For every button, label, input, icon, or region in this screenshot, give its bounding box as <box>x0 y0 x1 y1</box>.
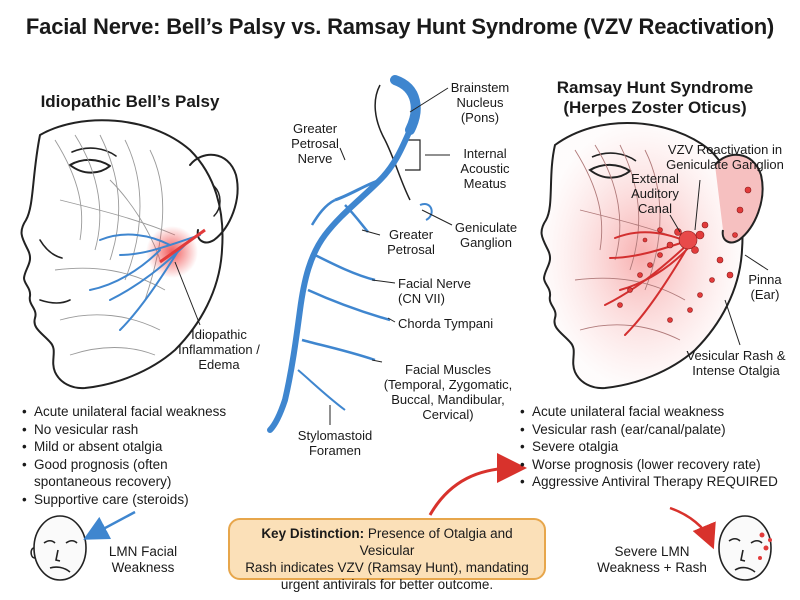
eac-label-line: Canal <box>638 201 672 216</box>
vzv-label-line: VZV Reactivation in <box>667 142 783 157</box>
right-face-arrow <box>669 506 716 550</box>
greater-petrosal-nerve-label: Greater Petrosal Nerve <box>280 121 350 166</box>
right-bullet-list: Acute unilateral facial weakness Vesicul… <box>520 403 790 491</box>
left-panel-title: Idiopathic Bell’s Palsy <box>40 92 220 111</box>
left-bullet: Mild or absent otalgia <box>22 438 252 456</box>
left-face-label-line: LMN Facial <box>108 544 178 559</box>
gpn-label-line: Petrosal <box>291 136 339 151</box>
eac-label-line: Auditory <box>631 186 679 201</box>
right-bullet: Vesicular rash (ear/canal/palate) <box>520 421 790 439</box>
stylomastoid-label: Stylomastoid Foramen <box>290 428 380 458</box>
facial-muscles-label-line: Cervical) <box>422 407 474 422</box>
gpn-label-line: Nerve <box>297 151 333 166</box>
stylomastoid-label-line: Stylomastoid <box>297 428 373 443</box>
right-bullet: Aggressive Antiviral Therapy REQUIRED <box>520 473 790 491</box>
left-bullet: No vesicular rash <box>22 421 252 439</box>
key-box-line: Key Distinction: Presence of Otalgia and… <box>238 525 536 559</box>
pinna-label-line: Pinna <box>748 272 782 287</box>
gp-label-line: Petrosal <box>387 242 435 257</box>
facial-muscles-label-line: Facial Muscles <box>405 362 491 377</box>
geniculate-label-line: Geniculate <box>454 220 518 235</box>
gpn-label-line: Greater <box>292 121 338 136</box>
brainstem-label-line: (Pons) <box>460 110 500 125</box>
brainstem-label-line: Nucleus <box>456 95 504 110</box>
key-box-line: urgent antivirals for better outcome. <box>280 577 494 592</box>
center-nerve-illustration <box>267 75 433 433</box>
left-inflamed-nerve-segment <box>159 228 206 264</box>
left-face-label: LMN Facial Weakness <box>98 544 188 576</box>
geniculate-label: Geniculate Ganglion <box>446 220 526 250</box>
vzv-label-line: Geniculate Ganglion <box>666 157 784 172</box>
brainstem-label-line: Brainstem <box>450 80 510 95</box>
key-box-line: Rash indicates VZV (Ramsay Hunt), mandat… <box>245 560 529 575</box>
left-bullet: Good prognosis (often <box>22 456 252 474</box>
iam-label-line: Internal <box>463 146 507 161</box>
center-leader-lines <box>329 87 453 425</box>
vzv-label: VZV Reactivation in Geniculate Ganglion <box>655 142 795 172</box>
left-bullet: Supportive care (steroids) <box>22 491 252 509</box>
internal-acoustic-label: Internal Acoustic Meatus <box>450 146 520 191</box>
chorda-tympani-label: Chorda Tympani <box>398 316 494 331</box>
gp-label-line: Greater <box>388 227 434 242</box>
pinna-label: Pinna (Ear) <box>740 272 790 302</box>
stylomastoid-label-line: Foramen <box>308 443 362 458</box>
eac-label-line: External <box>631 171 679 186</box>
right-panel-title: Ramsay Hunt Syndrome (Herpes Zoster Otic… <box>540 78 770 118</box>
facial-muscles-label: Facial Muscles (Temporal, Zygomatic, Buc… <box>368 362 528 422</box>
right-patient-face <box>718 515 772 581</box>
right-face-muscle-lines <box>574 144 696 341</box>
facial-muscles-label-line: Buccal, Mandibular, <box>391 392 505 407</box>
facial-nerve-label-line: Facial Nerve <box>398 276 471 291</box>
left-bullet-continuation: spontaneous recovery) <box>34 474 172 489</box>
right-bullet: Worse prognosis (lower recovery rate) <box>520 456 790 474</box>
vesicular-rash-label: Vesicular Rash & Intense Otalgia <box>678 348 794 378</box>
inflammation-label-line: Inflammation / <box>178 342 260 357</box>
right-panel-title-line: Ramsay Hunt Syndrome <box>556 78 754 97</box>
inflammation-leader-line <box>174 261 201 326</box>
greater-petrosal-label: Greater Petrosal <box>376 227 446 257</box>
right-face-label: Severe LMN Weakness + Rash <box>592 544 712 576</box>
rash-label-line: Intense Otalgia <box>692 363 780 378</box>
right-bullet: Severe otalgia <box>520 438 790 456</box>
right-bullet: Acute unilateral facial weakness <box>520 403 790 421</box>
facial-nerve-label: Facial Nerve (CN VII) <box>398 276 508 306</box>
left-face-label-line: Weakness <box>111 560 175 575</box>
right-face-illustration <box>540 122 764 390</box>
page-title: Facial Nerve: Bell’s Palsy vs. Ramsay Hu… <box>25 14 775 39</box>
left-face-arrow <box>83 510 136 540</box>
right-face-label-line: Weakness + Rash <box>597 560 707 575</box>
inflammation-label-line: Idiopathic <box>191 327 247 342</box>
key-distinction-arrow <box>428 453 527 516</box>
right-panel-title-line: (Herpes Zoster Oticus) <box>563 98 747 117</box>
key-box-text: Presence of Otalgia and Vesicular <box>359 526 513 558</box>
brainstem-label: Brainstem Nucleus (Pons) <box>440 80 520 125</box>
iam-label-line: Meatus <box>463 176 507 191</box>
iam-label-line: Acoustic <box>460 161 510 176</box>
inflammation-label: Idiopathic Inflammation / Edema <box>164 327 274 372</box>
left-facial-nerve-branches <box>89 233 201 331</box>
left-patient-face <box>30 515 87 581</box>
left-bullet: Acute unilateral facial weakness <box>22 403 252 421</box>
eac-label: External Auditory Canal <box>625 171 685 216</box>
right-leader-lines <box>669 179 769 346</box>
pinna-label-line: (Ear) <box>750 287 780 302</box>
key-distinction-box: Key Distinction: Presence of Otalgia and… <box>228 518 546 592</box>
inflammation-label-line: Edema <box>198 357 240 372</box>
key-box-heading: Key Distinction: <box>261 526 365 541</box>
geniculate-label-line: Ganglion <box>459 235 513 250</box>
facial-nerve-label-line: (CN VII) <box>398 291 445 306</box>
left-face-illustration <box>20 119 239 390</box>
facial-muscles-label-line: (Temporal, Zygomatic, <box>383 377 513 392</box>
right-face-label-line: Severe LMN <box>614 544 690 559</box>
rash-label-line: Vesicular Rash & <box>686 348 786 363</box>
left-bullet-list: Acute unilateral facial weakness No vesi… <box>22 403 252 508</box>
